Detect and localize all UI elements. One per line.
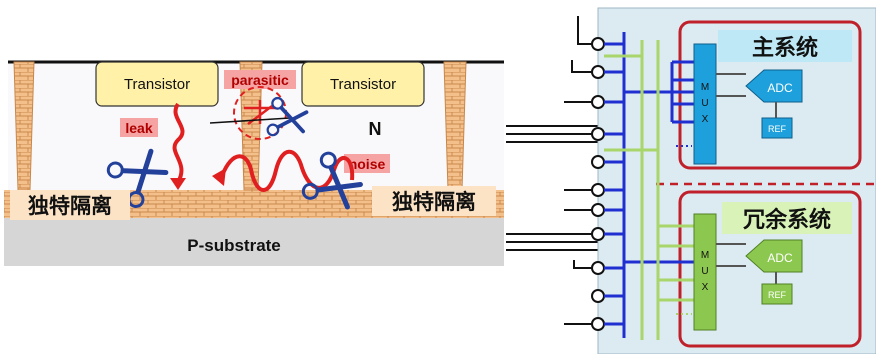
main-system-label-bg	[718, 30, 852, 62]
system-panel	[597, 7, 876, 354]
parasitic-tag	[224, 70, 296, 89]
isolation-trench-3	[443, 61, 467, 191]
noise-arrowhead	[212, 168, 226, 186]
adc-redundant	[745, 239, 803, 273]
mux-main	[693, 43, 717, 165]
leak-arrow	[172, 102, 185, 184]
redundant-system-label-bg	[722, 202, 852, 234]
transistor-left-label: Transistor	[124, 76, 190, 93]
transistor-right	[301, 61, 425, 107]
leak-arrowhead	[170, 178, 186, 190]
blue-bus	[604, 32, 694, 338]
ref-main-label: REF	[768, 124, 787, 134]
system-block: 主系统 冗余系统	[564, 7, 876, 354]
ref-redundant	[761, 283, 793, 305]
adc-main-label: ADC	[767, 81, 793, 95]
green-bus	[604, 40, 694, 340]
mux-main-letter: M	[701, 82, 709, 93]
redundant-system-box	[678, 190, 862, 348]
mux-redundant	[693, 213, 717, 331]
n-region-label: N	[369, 119, 382, 139]
leak-label: leak	[125, 120, 152, 136]
isolation-label-left: 独特隔离	[28, 194, 112, 218]
transistor-left	[95, 61, 219, 107]
noise-wave	[220, 149, 355, 192]
main-system-label: 主系统	[752, 35, 818, 61]
cross-section: P-substrate Transistor Transistor parasi…	[4, 60, 504, 266]
isolation-label-right: 独特隔离	[392, 190, 476, 214]
mux-main-letter: U	[701, 98, 708, 109]
mux-redundant-letter: X	[702, 282, 709, 293]
noise-tag	[344, 154, 390, 173]
redundant-system-label: 冗余系统	[743, 207, 831, 233]
transistor-right-label: Transistor	[330, 76, 396, 93]
parasitic-line	[209, 117, 291, 124]
ref-main	[761, 117, 793, 139]
mux-main-letter: X	[702, 114, 709, 125]
adc-redundant-label: ADC	[767, 251, 793, 265]
interconnect-lines	[506, 125, 600, 251]
leak-tag	[120, 118, 158, 137]
p-substrate-label: P-substrate	[187, 236, 281, 255]
mux-redundant-letter: U	[701, 266, 708, 277]
main-system-box	[678, 20, 862, 170]
p-substrate	[4, 218, 504, 266]
isolation-label-left-bg	[10, 190, 130, 220]
adc-main	[745, 69, 803, 103]
isolation-trench-1	[13, 61, 35, 191]
noise-label: noise	[349, 156, 386, 172]
ref-redundant-label: REF	[768, 290, 787, 300]
mux-redundant-letter: M	[701, 250, 709, 261]
parasitic-label: parasitic	[231, 72, 289, 88]
isolation-label-right-bg	[372, 186, 496, 216]
input-pins	[564, 16, 605, 331]
